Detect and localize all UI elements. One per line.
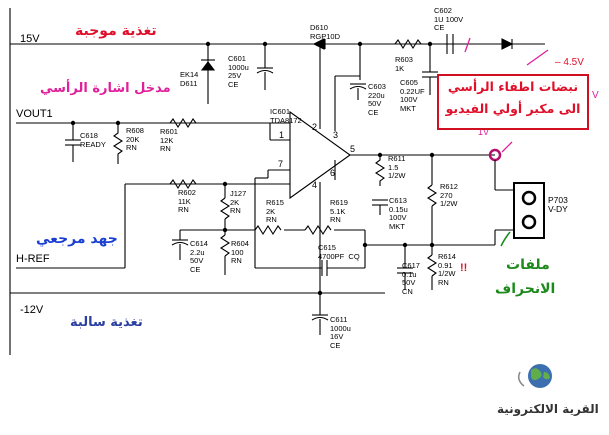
v-mark-label: V [592, 90, 599, 101]
r601-label: R601 12K RN [160, 127, 178, 153]
r619-label: R619 5.1K RN [330, 198, 348, 224]
rail-15v-label: 15V [20, 33, 40, 45]
pin-4-number: 4 [312, 180, 318, 190]
c603-label: C603 220u 50V CE [368, 82, 386, 117]
pos-supply-annotation: تغذية موجبة [75, 23, 157, 39]
pin-1-number: 1 [279, 130, 285, 140]
exclaim-mark: !! [460, 262, 468, 274]
ek14-label: EK14 D611 [180, 70, 199, 88]
c605-label: C605 0.22UF 100V MKT [400, 78, 425, 113]
1v-mark-label: 1V [478, 127, 490, 137]
c601-label: C601 1000u 25V CE [228, 54, 249, 89]
j127-label: J127 2K RN [230, 189, 247, 215]
r603-label: R603 1K [395, 55, 413, 73]
href-label: H-REF [16, 253, 50, 265]
r604-label: R604 100 RN [231, 239, 249, 265]
ic601-label: IC601 TDA8172 [270, 107, 302, 125]
c614-label: C614 2.2u 50V CE [190, 239, 208, 274]
callout-line1: نبضات اطفاء الرأسي [447, 79, 579, 94]
neg-4-5v-label: – 4.5V [555, 57, 584, 68]
logo-text: القرية الالكترونية [497, 402, 599, 416]
r608-label: R608 20K RN [126, 126, 144, 152]
v-input-annotation: مدخل اشارة الرأسي [40, 81, 171, 96]
rail-neg12v-label: -12V [20, 304, 44, 316]
logo-globe-icon [517, 364, 552, 388]
callout-line2: الى مكبر أولي الفيديو [445, 101, 581, 116]
c613-label: C613 0.15u 100V MKT [389, 196, 408, 231]
c611-label: C611 1000u 16V CE [330, 315, 351, 350]
r612-label: R612 270 1/2W [440, 182, 458, 208]
pin-3-number: 3 [333, 130, 339, 140]
coils-annotation-line2: الانحراف [495, 281, 556, 297]
pin-5-number: 5 [350, 144, 356, 154]
pin-7-number: 7 [278, 159, 284, 169]
c617-label: C617 0.1u 50V CN [402, 261, 420, 296]
r615-label: R615 2K RN [266, 198, 284, 224]
blanking-pulse-callout: نبضات اطفاء الرأسي الى مكبر أولي الفيديو [437, 74, 589, 130]
coils-annotation-line1: ملفات [506, 257, 550, 273]
neg-supply-annotation: تغذية سالبة [70, 315, 143, 330]
c618-label: C618 READY [80, 131, 106, 149]
r614-label: R614 0.91 1/2W RN [438, 252, 456, 287]
r611-label: R611 1.5 1/2W [388, 154, 406, 180]
vout1-label: VOUT1 [16, 108, 53, 120]
r602-label: R602 11K RN [178, 188, 196, 214]
p703-label: P703 V-DY [548, 195, 568, 214]
c615-label: C615 4700PF CQ [318, 243, 360, 261]
pin-6-number: 6 [330, 168, 336, 178]
d610-label: D610 RGP10D [310, 23, 341, 41]
c602-label: C602 1U 100V CE [434, 6, 464, 32]
ref-voltage-annotation: جهد مرجعي [36, 231, 118, 247]
pin-2-number: 2 [312, 122, 318, 132]
